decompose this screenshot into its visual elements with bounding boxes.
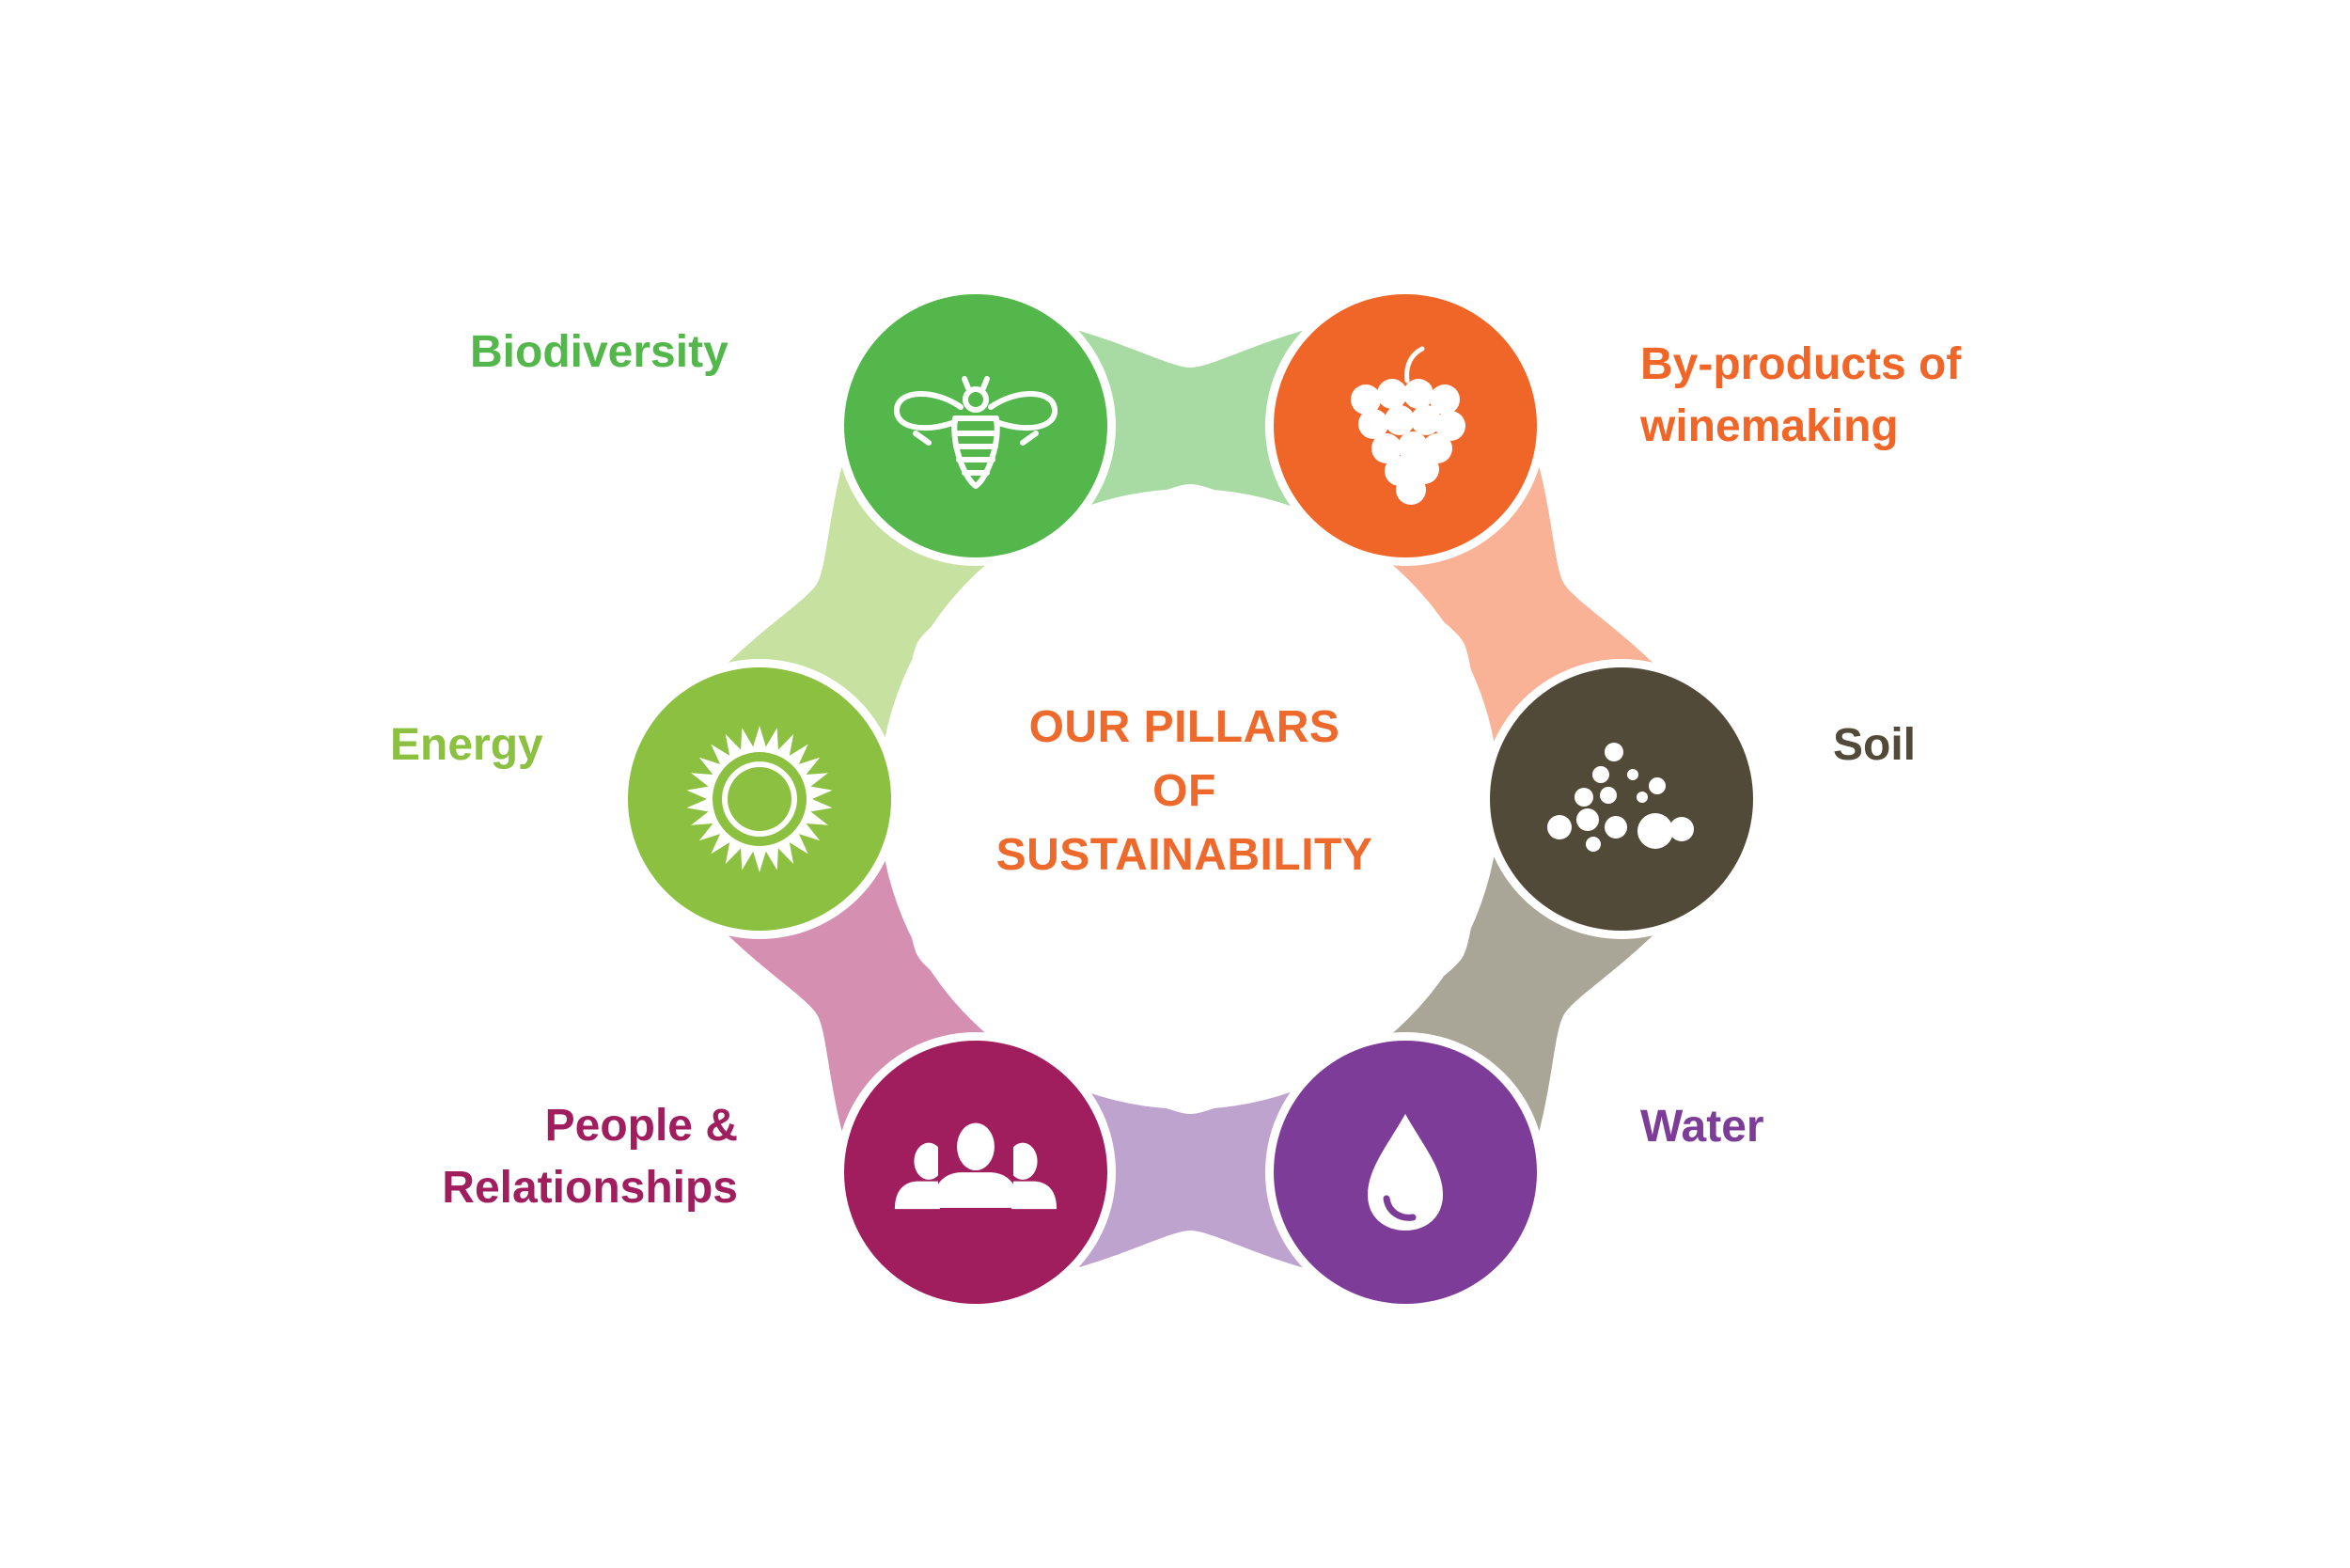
soil-particles-icon (1547, 743, 1694, 852)
label-people-line-1: People & (544, 1101, 738, 1151)
sun-icon (686, 726, 833, 872)
water-drop-icon (1368, 1114, 1443, 1231)
label-people-line-2: Relationships (442, 1163, 738, 1213)
label-people-and-relationships: People & Relationships (432, 1095, 738, 1219)
center-title-line-3: SUSTAINABILITY (995, 830, 1373, 880)
label-biodiversity-line-1: Biodiversity (470, 327, 728, 377)
center-title-line-2: OF (1152, 766, 1216, 816)
label-byproducts-line-1: By-products of (1640, 339, 1962, 389)
label-byproducts-line-2: winemaking (1640, 401, 1899, 451)
center-hub (879, 489, 1499, 1109)
label-biodiversity: Biodiversity (470, 321, 728, 384)
label-water: Water (1640, 1096, 1764, 1158)
label-soil-line-1: Soil (1833, 720, 1917, 770)
label-water-line-1: Water (1640, 1102, 1764, 1152)
label-energy-line-1: Energy (390, 720, 543, 770)
bee-icon (894, 376, 1058, 489)
pillar-circles (619, 286, 1762, 1312)
label-soil: Soil (1833, 714, 1916, 776)
people-icon (894, 1114, 1058, 1227)
grapes-icon (1351, 346, 1465, 505)
center-title: OUR PILLARS OF SUSTAINABILITY (940, 696, 1429, 887)
label-byproducts-of-winemaking: By-products of winemaking (1640, 334, 1961, 458)
pillar-circle-biodiversity (836, 286, 1116, 566)
label-energy: Energy (390, 714, 543, 776)
pillar-circle-soil (1481, 659, 1762, 939)
center-title-line-1: OUR PILLARS (1028, 702, 1340, 752)
